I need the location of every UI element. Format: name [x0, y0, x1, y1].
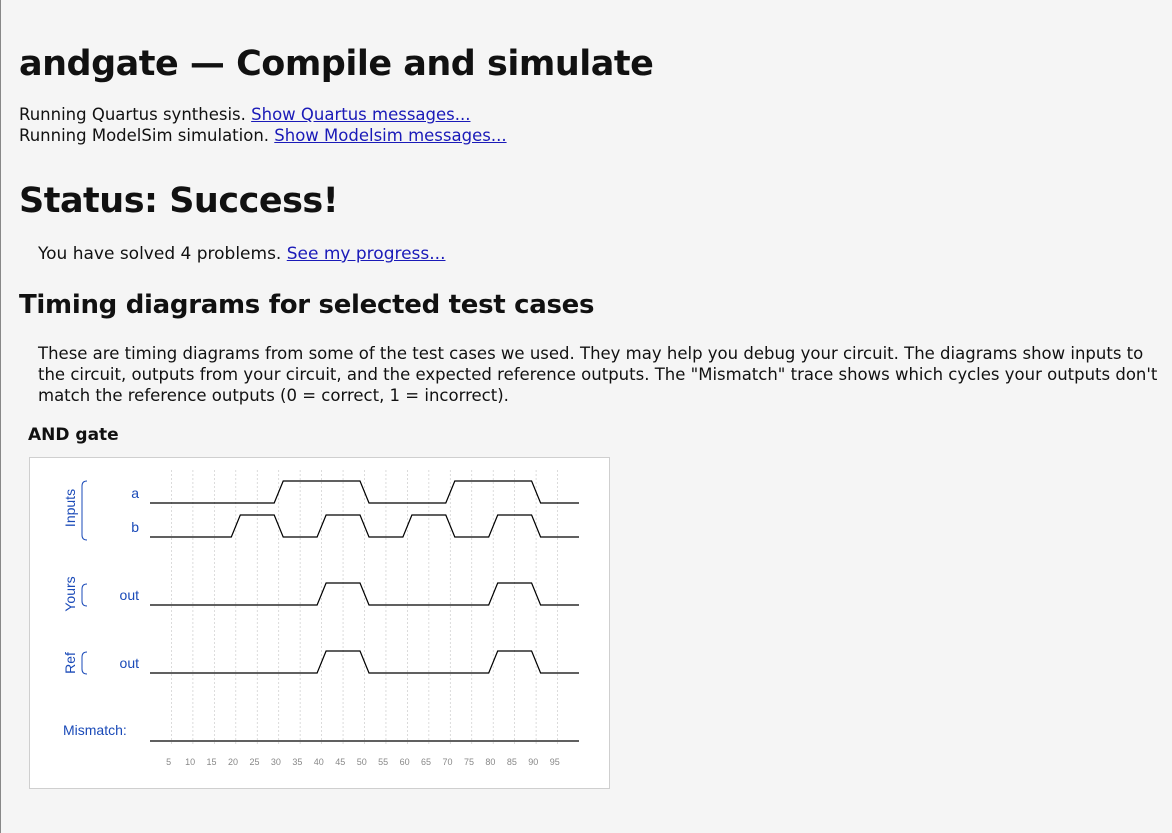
timing-diagrams-heading: Timing diagrams for selected test cases — [19, 290, 595, 320]
time-tick-label: 15 — [207, 757, 217, 767]
progress-line: You have solved 4 problems. See my progr… — [38, 244, 446, 264]
window-left-border — [0, 0, 1, 833]
time-tick-label: 55 — [378, 757, 388, 767]
timing-description: These are timing diagrams from some of t… — [38, 344, 1158, 405]
page-title: andgate — Compile and simulate — [19, 44, 654, 84]
time-tick-label: 80 — [485, 757, 495, 767]
modelsim-status-text: Running ModelSim simulation. — [19, 126, 270, 145]
time-tick-label: 5 — [166, 757, 171, 767]
time-tick-label: 25 — [249, 757, 259, 767]
time-tick-label: 60 — [400, 757, 410, 767]
diagram-title: AND gate — [28, 425, 119, 445]
time-tick-label: 40 — [314, 757, 324, 767]
show-modelsim-messages-link[interactable]: Show Modelsim messages... — [274, 126, 507, 145]
progress-text: You have solved 4 problems. — [38, 244, 282, 264]
timing-diagram: Inputs Yours Ref a b out out Mismatch: 5… — [62, 470, 579, 767]
signal-label-ref-out: out — [120, 655, 140, 671]
quartus-status-text: Running Quartus synthesis. — [19, 105, 246, 124]
signal-label-mismatch: Mismatch: — [63, 722, 127, 738]
time-tick-label: 45 — [335, 757, 345, 767]
signal-label-a: a — [131, 485, 139, 501]
timing-diagram-panel: Inputs Yours Ref a b out out Mismatch: 5… — [29, 457, 610, 789]
bracket-ref — [81, 651, 88, 675]
modelsim-status-line: Running ModelSim simulation. Show Models… — [19, 126, 507, 145]
time-tick-label: 50 — [357, 757, 367, 767]
time-tick-label: 20 — [228, 757, 238, 767]
time-tick-label: 10 — [185, 757, 195, 767]
group-label-inputs: Inputs — [62, 489, 78, 527]
show-quartus-messages-link[interactable]: Show Quartus messages... — [251, 105, 471, 124]
time-tick-label: 30 — [271, 757, 281, 767]
waveform-b — [150, 514, 579, 538]
time-axis: 5 10 15 20 25 30 35 40 45 50 55 60 65 70 75 80 85 90 95 — [166, 757, 560, 767]
time-tick-label: 70 — [442, 757, 452, 767]
group-label-ref: Ref — [62, 652, 78, 674]
waveform-a — [150, 480, 579, 504]
signal-label-yours-out: out — [120, 587, 140, 603]
waveform-yours-out — [150, 582, 579, 606]
see-progress-link[interactable]: See my progress... — [286, 244, 446, 264]
waveform-ref-out — [150, 650, 579, 674]
status-heading: Status: Success! — [19, 181, 339, 221]
bracket-yours — [81, 583, 88, 607]
time-tick-label: 65 — [421, 757, 431, 767]
time-tick-label: 95 — [550, 757, 560, 767]
time-tick-label: 35 — [292, 757, 302, 767]
group-label-yours: Yours — [62, 576, 78, 611]
quartus-status-line: Running Quartus synthesis. Show Quartus … — [19, 105, 471, 124]
grid-lines — [171, 470, 558, 746]
time-tick-label: 75 — [464, 757, 474, 767]
time-tick-label: 85 — [507, 757, 517, 767]
signal-label-b: b — [131, 519, 139, 535]
time-tick-label: 90 — [528, 757, 538, 767]
bracket-inputs — [81, 480, 88, 541]
waveforms — [150, 480, 579, 742]
